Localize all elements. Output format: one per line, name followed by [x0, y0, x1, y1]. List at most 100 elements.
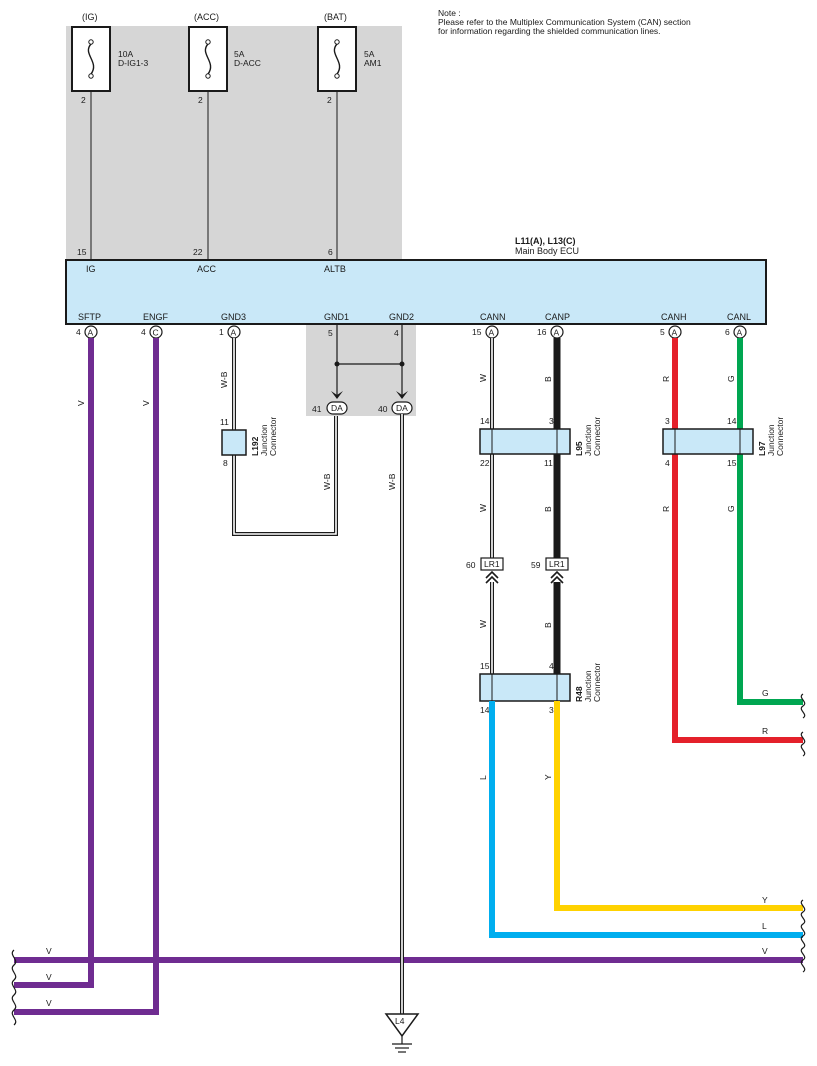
svg-text:3: 3: [549, 416, 554, 426]
wire-violet-engf: [14, 338, 159, 1015]
fuse-bat: (BAT) 5A AM1 2: [317, 12, 382, 105]
fuse-source: (ACC): [194, 12, 219, 22]
svg-text:15: 15: [480, 661, 490, 671]
svg-text:15: 15: [727, 458, 737, 468]
ecu-bottom-pin-label: SFTP: [78, 312, 101, 322]
wire-color-label: W: [478, 620, 488, 628]
ecu-top-pin-num: 15: [77, 247, 87, 257]
svg-text:16: 16: [537, 327, 547, 337]
ecu-id: L11(A), L13(C): [515, 236, 576, 246]
pin-sftp: 4 A: [76, 325, 98, 339]
fuse-pin: 2: [198, 95, 203, 105]
svg-text:A: A: [737, 328, 743, 338]
wire-color-label: W: [478, 504, 488, 512]
note-heading: Note :: [438, 8, 461, 18]
wire-color-label: L: [762, 921, 767, 931]
note-line2: for information regarding the shielded c…: [438, 26, 661, 36]
wire-color-label: Y: [762, 895, 768, 905]
wire-color-label: V: [46, 998, 52, 1008]
svg-text:Connector: Connector: [775, 417, 785, 456]
svg-text:4: 4: [665, 458, 670, 468]
wire-color-label: G: [726, 375, 736, 382]
wire-color-label: W: [478, 374, 488, 382]
pin-canl: 6 A: [725, 325, 747, 339]
wire-color-label: G: [726, 505, 736, 512]
junction-r48: 15 4 14 3 R48 Junction Connector: [479, 661, 602, 715]
svg-text:Junction: Junction: [583, 670, 593, 702]
svg-text:LR1: LR1: [549, 559, 565, 569]
svg-text:A: A: [672, 328, 678, 338]
svg-text:Connector: Connector: [592, 663, 602, 702]
wire-color-label: W-B: [219, 371, 229, 388]
svg-text:A: A: [231, 328, 237, 338]
fuse-pin: 2: [81, 95, 86, 105]
ecu-top-pin-label: IG: [86, 264, 96, 274]
wire-color-label: R: [762, 726, 768, 736]
wire-color-label: V: [141, 400, 151, 406]
fuse-rating: 5A: [234, 49, 245, 59]
ecu-bottom-pin-label: GND1: [324, 312, 349, 322]
wire-color-label: V: [46, 946, 52, 956]
svg-text:40: 40: [378, 404, 388, 414]
svg-text:4: 4: [76, 327, 81, 337]
wire-color-label: Y: [543, 774, 553, 780]
wire-color-label: R: [661, 376, 671, 382]
svg-text:L97: L97: [757, 441, 767, 456]
svg-text:59: 59: [531, 560, 541, 570]
ground-symbol: L4: [384, 1013, 420, 1053]
svg-text:15: 15: [472, 327, 482, 337]
break-marks-right: [800, 693, 806, 973]
ecu-top-pin-label: ACC: [197, 264, 217, 274]
wire-y-yellow: [554, 701, 803, 911]
svg-text:L95: L95: [574, 441, 584, 456]
pin-canp: 16 A: [537, 325, 564, 339]
svg-text:41: 41: [312, 404, 322, 414]
svg-text:11: 11: [220, 417, 229, 427]
pin-gnd3: 1 A: [219, 325, 241, 339]
fuse-pin: 2: [327, 95, 332, 105]
wire-color-label: R: [661, 506, 671, 512]
wire-color-label: V: [76, 400, 86, 406]
junction-l97: 3 14 4 15 L97 Junction Connector: [662, 416, 785, 468]
svg-text:4: 4: [549, 661, 554, 671]
svg-text:5: 5: [660, 327, 665, 337]
lr1-connector-right: 59 LR1: [531, 557, 569, 584]
ecu-bottom-pin-label: CANN: [480, 312, 506, 322]
lr1-connector-left: 60 LR1: [466, 557, 504, 584]
fuse-source: (BAT): [324, 12, 347, 22]
svg-text:DA: DA: [331, 403, 343, 413]
wire-color-label: V: [46, 972, 52, 982]
ecu-bottom-pin-label: GND2: [389, 312, 414, 322]
ecu-bottom-pin-label: CANL: [727, 312, 751, 322]
ecu-bottom-pin-label: CANP: [545, 312, 570, 322]
fuse-acc: (ACC) 5A D-ACC 2: [188, 12, 261, 105]
fuse-name: AM1: [364, 58, 382, 68]
svg-text:Connector: Connector: [268, 417, 278, 456]
svg-text:Junction: Junction: [259, 424, 269, 456]
svg-text:60: 60: [466, 560, 476, 570]
ground-splice: [331, 324, 408, 399]
da-connector-left: 41 DA: [312, 401, 348, 415]
pin-cann: 15 A: [472, 325, 499, 339]
ecu-bottom-pin-label: ENGF: [143, 312, 169, 322]
svg-text:DA: DA: [396, 403, 408, 413]
svg-text:11: 11: [544, 458, 553, 468]
ecu-bottom-pin-label: CANH: [661, 312, 687, 322]
fuse-source: (IG): [82, 12, 98, 22]
pin-gnd1-num: 5: [328, 328, 333, 338]
wire-color-label: W-B: [322, 473, 332, 490]
svg-text:3: 3: [549, 705, 554, 715]
junction-l95: 14 3 22 11 L95 Junction Connector: [479, 416, 602, 468]
ecu-name: Main Body ECU: [515, 246, 579, 256]
fuse-rating: 10A: [118, 49, 133, 59]
ecu-top-pin-num: 6: [328, 247, 333, 257]
svg-text:Connector: Connector: [592, 417, 602, 456]
svg-text:L4: L4: [395, 1016, 405, 1026]
svg-text:22: 22: [480, 458, 490, 468]
junction-l192: 11 8 L192 Junction Connector: [220, 417, 278, 468]
wire-color-label: B: [543, 506, 553, 512]
da-connector-right: 40 DA: [378, 401, 413, 415]
svg-text:14: 14: [480, 416, 490, 426]
